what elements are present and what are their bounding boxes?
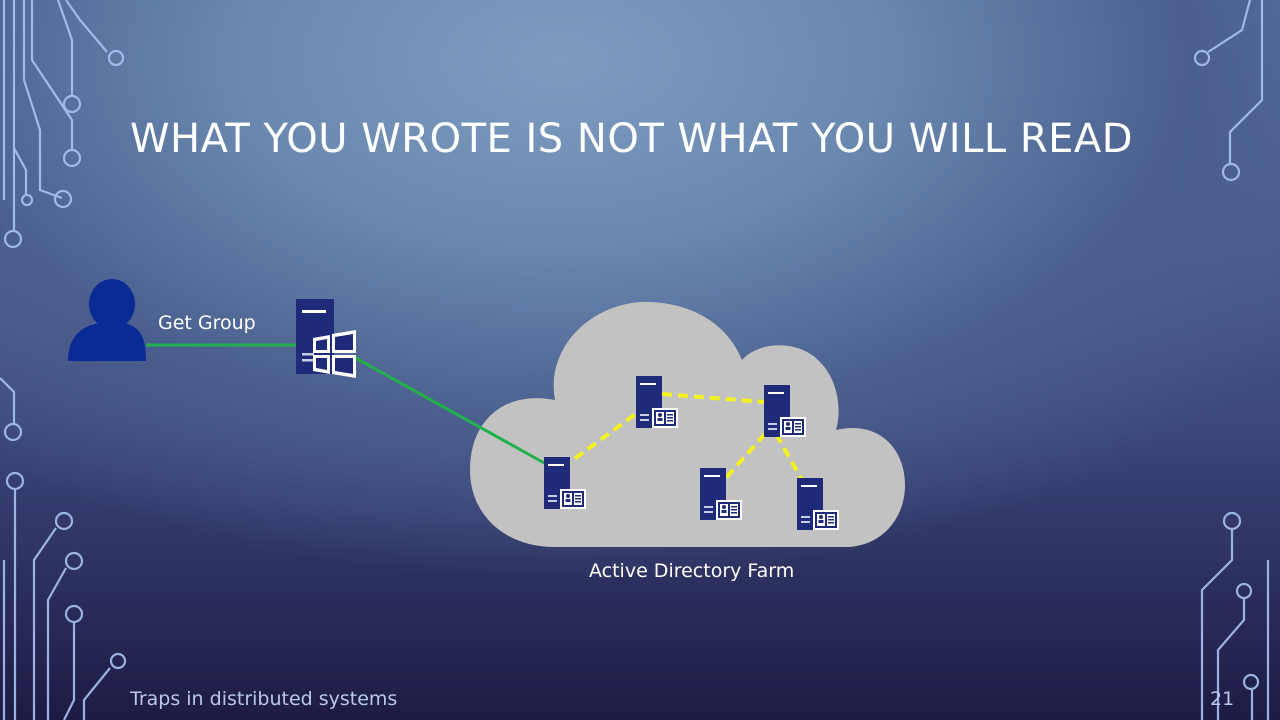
page-number: 21: [1210, 688, 1235, 710]
cloud-shape: [470, 301, 905, 547]
slide-title: WHAT YOU WROTE IS NOT WHAT YOU WILL READ: [130, 116, 1134, 162]
client-link: [146, 343, 547, 466]
user-icon: [68, 279, 146, 361]
replication-links: [560, 392, 804, 482]
windows-server-icon: [296, 299, 356, 378]
footer-text: Traps in distributed systems: [130, 688, 398, 710]
request-label: Get Group: [158, 312, 256, 334]
cloud-label: Active Directory Farm: [589, 560, 795, 582]
